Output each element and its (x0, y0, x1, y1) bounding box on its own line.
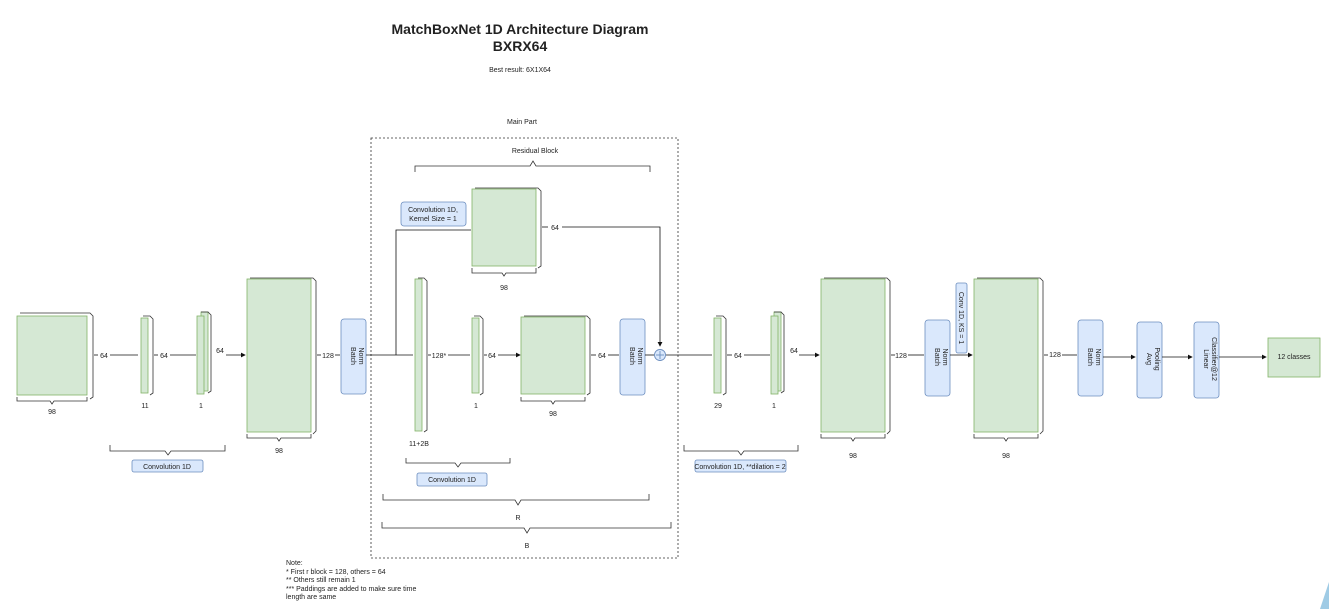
batch-norm-block-4 (1077, 319, 1104, 397)
dim-input-channels: 64 (100, 353, 108, 360)
dim-prolog-width: 98 (275, 448, 283, 455)
main-conv-brace (405, 458, 511, 468)
dim-prolog-channels: 128 (322, 353, 334, 360)
batch-norm-4-line2: Norm (1094, 348, 1101, 365)
epilog-conv-label-box (694, 459, 787, 473)
avg-pooling-block (1136, 321, 1163, 399)
dim-residual-pointwise-channels: 64 (488, 353, 496, 360)
conv-ks1-label: Conv 1D, KS = 1 (957, 292, 964, 344)
epilog-conv-brace (683, 445, 799, 456)
prolog-conv-label-box (131, 459, 204, 473)
dim-residual-pointwise-1: 1 (474, 403, 478, 410)
avg-pooling-line2: Pooling (1153, 347, 1160, 370)
epilog-pointwise-block (770, 311, 785, 395)
batch-norm-4-line1: Batch (1086, 348, 1093, 366)
batch-norm-3-line2: Norm (941, 348, 948, 365)
conv-pointwise-block-1 (196, 311, 212, 395)
dim-epilog-2-channels: 128 (1049, 352, 1061, 359)
b-label: B (525, 543, 530, 550)
batch-norm-1-line1: Batch (349, 347, 356, 365)
dim-residual-channels-star: 128* (432, 353, 447, 360)
batch-norm-2-line1: Batch (628, 347, 635, 365)
main-conv-label-box (416, 472, 488, 487)
epilog-output-block-2 (973, 277, 1044, 435)
corner-decoration (1320, 582, 1329, 609)
residual-block-brace (414, 160, 651, 172)
dim-epilog-pointwise-channels: 64 (790, 348, 798, 355)
residual-pointwise-block (471, 315, 484, 396)
prolog-output-width-brace (246, 434, 312, 442)
dim-pointwise-channels: 64 (216, 348, 224, 355)
dim-kernel-29: 29 (714, 403, 722, 410)
prolog-output-block (246, 277, 317, 435)
skip-conv-label-line2: Kernel Size = 1 (409, 216, 457, 223)
input-width-brace (16, 397, 88, 405)
linear-classifier-line1: Linear (1202, 349, 1209, 369)
footnote: Note: * First r block = 128, others = 64… (286, 560, 417, 602)
epilog-output-2-width-brace (973, 434, 1039, 442)
batch-norm-block-3 (924, 319, 951, 397)
dim-epilog-conv-channels: 64 (734, 353, 742, 360)
skip-width-brace (471, 268, 537, 277)
dim-conv1-channels: 64 (160, 353, 168, 360)
dim-pointwise-1: 1 (199, 403, 203, 410)
avg-pooling-line1: Avg (1145, 353, 1152, 365)
epilog-output-block-1 (820, 277, 891, 435)
dim-residual-output-channels: 64 (598, 353, 606, 360)
conv-kernel-block-11 (140, 315, 154, 396)
dim-residual-output-width: 98 (549, 411, 557, 418)
prolog-conv-label: Convolution 1D (143, 464, 191, 471)
dim-kernel-11-2b: 11+2B (409, 441, 429, 448)
conv-ks1-label-box (955, 282, 968, 354)
skip-conv-label-box (400, 201, 467, 227)
dim-skip-width: 98 (500, 285, 508, 292)
linear-classifier-line2: Classifier@12 (1210, 337, 1217, 381)
diagram-subtitle-code: BXRX64 (493, 38, 548, 54)
dim-epilog-1-width: 98 (849, 453, 857, 460)
output-classes-block (1267, 337, 1321, 378)
input-block (16, 312, 94, 400)
epilog-output-1-width-brace (820, 434, 886, 442)
batch-norm-1-line2: Norm (357, 347, 364, 364)
residual-output-width-brace (520, 397, 586, 405)
b-brace (381, 522, 672, 534)
residual-output-block (520, 315, 591, 396)
batch-norm-block-2 (619, 318, 646, 396)
skip-conv-label-line1: Convolution 1D, (408, 207, 458, 214)
residual-block-label: Residual Block (512, 148, 559, 155)
dim-epilog-pointwise-1: 1 (772, 403, 776, 410)
residual-conv-block-11-2b (414, 277, 428, 433)
r-brace (382, 494, 650, 506)
batch-norm-3-line1: Batch (933, 348, 940, 366)
dim-epilog-1-channels: 128 (895, 353, 907, 360)
epilog-conv-block-29 (713, 315, 727, 396)
skip-output-block (471, 187, 542, 269)
best-result-text: Best result: 6X1X64 (489, 67, 551, 74)
batch-norm-2-line2: Norm (636, 347, 643, 364)
r-label: R (515, 515, 520, 522)
main-conv-label: Convolution 1D (428, 477, 476, 484)
main-part-label: Main Part (507, 119, 537, 126)
prolog-conv-brace (109, 445, 226, 456)
linear-classifier-block (1193, 321, 1220, 399)
dim-skip-channels: 64 (551, 225, 559, 232)
residual-add-icon (654, 349, 666, 361)
dim-input-width: 98 (48, 409, 56, 416)
epilog-conv-label: Convolution 1D, **dilation = 2 (694, 464, 785, 471)
skip-connection (395, 229, 471, 355)
diagram-title: MatchBoxNet 1D Architecture Diagram (392, 21, 649, 37)
output-classes-label: 12 classes (1277, 354, 1311, 361)
main-part-box (370, 137, 679, 559)
batch-norm-block-1 (340, 318, 367, 395)
dim-epilog-2-width: 98 (1002, 453, 1010, 460)
dim-kernel-11: 11 (141, 403, 148, 410)
